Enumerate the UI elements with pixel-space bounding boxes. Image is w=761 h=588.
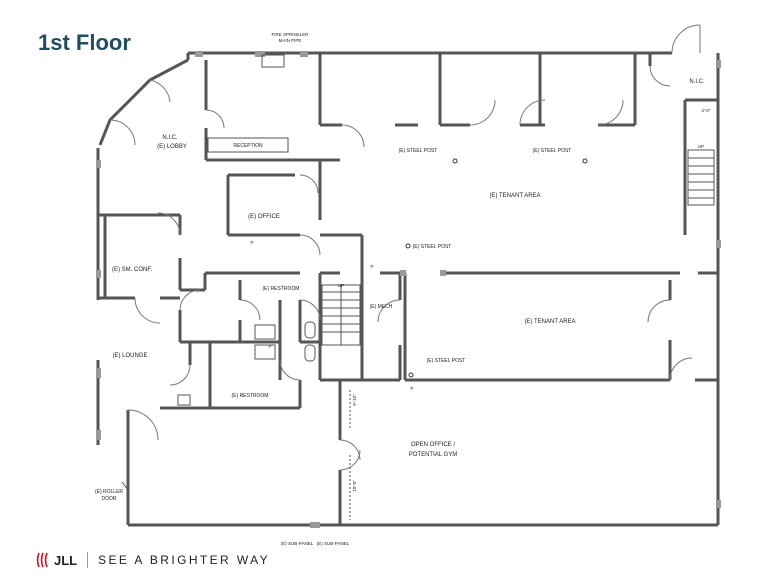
reception-desk <box>207 137 289 153</box>
door-swing <box>109 119 136 146</box>
wall-diagonal <box>98 58 189 146</box>
door-swing <box>127 409 159 441</box>
jll-wordmark: JLL <box>54 552 78 568</box>
door-swing <box>339 439 361 461</box>
label-sub-panel: (E) SUB-PANEL <box>281 541 314 546</box>
door-swing <box>597 99 624 126</box>
door-swing <box>279 359 301 381</box>
label-restroom-upper: (E) RESTROOM <box>263 286 300 292</box>
footer-tagline: SEE A BRIGHTER WAY <box>98 553 271 567</box>
steel-post <box>408 372 414 378</box>
label-open-office: OPEN OFFICE / <box>411 442 455 448</box>
door-swing <box>377 299 401 323</box>
fixtures <box>121 54 715 520</box>
door-swing <box>179 289 201 311</box>
door-swing <box>299 174 319 194</box>
door-swing <box>647 299 671 323</box>
room-labels: FIRE SPRINKLER MAIN PIPE N.I.C. (E) LOBB… <box>95 32 711 546</box>
sprinkler-riser <box>261 54 285 68</box>
door-swing <box>149 79 171 103</box>
footer-divider <box>87 552 89 568</box>
door-swing <box>134 297 161 324</box>
door-swing <box>239 299 261 321</box>
label-dimension: 10'-0" <box>352 480 357 492</box>
label-lounge: (E) LOUNGE <box>112 353 147 359</box>
steel-post <box>405 243 411 249</box>
stair-east <box>687 149 715 206</box>
label-steel-post: (E) STEEL POST <box>413 244 452 250</box>
label-door: DOOR <box>102 496 117 502</box>
footer: JLL SEE A BRIGHTER WAY <box>36 552 270 568</box>
jll-mark-icon <box>36 552 48 568</box>
walls <box>96 51 720 527</box>
label-stair-up: UP <box>338 283 344 288</box>
label-tag: P <box>250 240 253 245</box>
label-steel-post: (E) STEEL POST <box>399 148 438 154</box>
restroom-sink <box>254 344 276 360</box>
stair-main <box>321 284 361 346</box>
door-swing <box>671 24 701 54</box>
door-swing <box>649 65 671 87</box>
doors <box>109 24 701 471</box>
door-swing <box>169 364 191 386</box>
door-swing <box>469 99 496 126</box>
label-lobby: (E) LOBBY <box>157 144 187 150</box>
label-tag: P <box>410 386 413 391</box>
leader-line <box>121 481 129 491</box>
toilet <box>304 344 316 362</box>
door-swing <box>299 299 321 321</box>
jll-logo: JLL <box>36 552 77 568</box>
steel-post <box>452 158 458 164</box>
door-swing <box>339 449 361 471</box>
label-stair-up: UP <box>698 144 704 149</box>
appliance <box>177 394 191 406</box>
label-steel-post: (E) STEEL POST <box>533 148 572 154</box>
label-tenant-area-upper: (E) TENANT AREA <box>489 193 540 199</box>
label-tenant-area-lower: (E) TENANT AREA <box>524 319 575 325</box>
label-sm-conf: (E) SM. CONF. <box>112 267 152 273</box>
steel-posts <box>405 158 588 378</box>
label-roller-door: (E) ROLLER <box>95 489 123 495</box>
door-swing <box>669 357 693 381</box>
page-title: 1st Floor <box>38 30 131 55</box>
door-swing <box>205 109 225 129</box>
door-swing <box>519 99 546 126</box>
window-hatches <box>96 51 721 528</box>
label-dimension: 9'-10" <box>352 394 357 406</box>
label-main-pipe: MAIN PIPE <box>279 38 302 43</box>
steel-post <box>582 158 588 164</box>
label-potential-gym: POTENTIAL GYM <box>409 452 457 458</box>
door-swing <box>157 212 181 236</box>
label-mech: (E) MECH <box>370 304 393 310</box>
label-tag: P <box>370 264 373 269</box>
label-restroom-lower: (E) RESTROOM <box>232 393 269 399</box>
label-sub-panel: (E) SUB-PANEL <box>317 541 350 546</box>
label-tag: P <box>268 344 271 349</box>
door-swing <box>341 124 365 148</box>
label-office: (E) OFFICE <box>248 214 280 220</box>
restroom-sink <box>254 324 276 340</box>
label-reception: RECEPTION <box>233 143 263 149</box>
door-swing <box>299 234 321 256</box>
label-nic: N.I.C. <box>162 135 178 141</box>
label-fire-sprinkler: FIRE SPRINKLER <box>271 32 309 37</box>
toilet <box>304 321 316 339</box>
label-steel-post: (E) STEEL POST <box>427 358 466 364</box>
label-dimension: 2'-0" <box>702 108 711 113</box>
label-nic-stair: N.I.C. <box>689 79 705 85</box>
